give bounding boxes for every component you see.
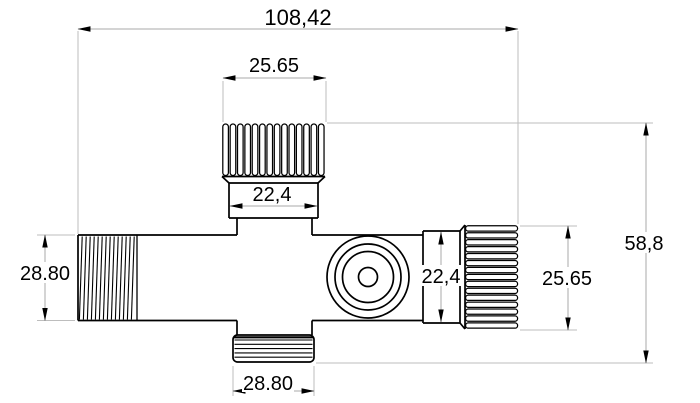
- knurl-ridge: [310, 123, 318, 177]
- knurl-ridge: [464, 301, 519, 308]
- knurl-ridge: [251, 123, 259, 177]
- bottom-thread: [232, 334, 315, 363]
- thread-line: [78, 236, 83, 320]
- knurl-ridge: [288, 123, 296, 177]
- knurl-ridge: [244, 123, 252, 177]
- knurl-ridge: [295, 123, 303, 177]
- valve-body: [77, 123, 519, 363]
- knurl-ridge: [464, 294, 519, 302]
- label-mask: [622, 232, 667, 253]
- knurl-ridge: [464, 259, 519, 267]
- dim-label-bottom-thread: 28.80: [243, 373, 293, 395]
- extension-lines: [37, 31, 653, 396]
- dim-label-right-collar: 22,4: [422, 266, 461, 288]
- top-knob-flare-right: [317, 175, 326, 184]
- knurl-ridge: [317, 123, 325, 177]
- valve-face-circle-mid: [334, 243, 402, 311]
- knurl-ridge: [303, 123, 310, 177]
- knurl-ridge: [464, 266, 519, 274]
- thread-line: [110, 236, 115, 320]
- thread-line: [90, 236, 95, 320]
- dim-label-overall-width: 108,42: [264, 5, 331, 30]
- knurl-ridge: [464, 232, 519, 239]
- thread-line: [82, 236, 87, 320]
- knurl-ridge: [266, 123, 274, 177]
- label-masks: [19, 232, 667, 392]
- knurl-ridge: [273, 123, 281, 177]
- knurl-ridge: [229, 123, 237, 177]
- dim-label-overall-height: 58,8: [625, 233, 664, 255]
- top-knob-knurl: [222, 123, 325, 177]
- knurl-ridge: [464, 273, 519, 281]
- dim-label-top-knob-width: 25.65: [249, 55, 299, 77]
- label-mask: [421, 265, 461, 286]
- valve-face-circle-inner: [341, 250, 395, 304]
- thread-line: [86, 236, 91, 320]
- knurl-ridge: [464, 322, 519, 329]
- dim-label-right-knob: 25.65: [542, 268, 592, 290]
- label-mask: [242, 373, 294, 392]
- knurl-ridge: [258, 123, 266, 177]
- thread-line: [126, 236, 131, 320]
- valve-face: [326, 235, 410, 319]
- dimension-labels: 108,42 25.65 22,4 28.80 22,4 25.65 58,8 …: [20, 5, 664, 395]
- thread-line: [98, 236, 103, 320]
- dimensions: 108,42 25.65 22,4 28.80 22,4 25.65 58,8 …: [19, 5, 667, 396]
- left-thread: [77, 234, 237, 322]
- label-mask: [19, 262, 71, 283]
- knurl-ridge: [464, 245, 519, 253]
- thread-line: [106, 236, 111, 320]
- knurl-ridge: [464, 225, 519, 232]
- knurl-ridge: [464, 252, 519, 260]
- right-knob-knurl: [464, 225, 519, 329]
- valve-face-circle-outer: [326, 235, 410, 319]
- valve-face-circle-center: [357, 266, 379, 288]
- knurl-ridge: [464, 315, 519, 322]
- thread-line: [118, 236, 123, 320]
- knurl-ridge: [464, 308, 519, 315]
- knurl-ridge: [464, 239, 519, 246]
- knurl-ridge: [281, 123, 288, 177]
- thread-line: [122, 236, 127, 320]
- knurl-ridge: [222, 123, 230, 177]
- dimension-lines: [42, 26, 649, 394]
- bottom-thread-outline: [232, 334, 315, 363]
- knurl-ridge: [236, 123, 244, 177]
- thread-line: [94, 236, 99, 320]
- label-mask: [541, 267, 594, 288]
- thread-line: [130, 236, 135, 320]
- thread-line: [114, 236, 119, 320]
- top-knob-flare-left: [221, 175, 230, 184]
- knurl-ridge: [464, 280, 519, 288]
- dim-label-top-collar-width: 22,4: [253, 184, 292, 206]
- thread-line: [102, 236, 107, 320]
- dim-label-left-thread: 28.80: [20, 263, 70, 285]
- knurl-ridge: [464, 287, 519, 295]
